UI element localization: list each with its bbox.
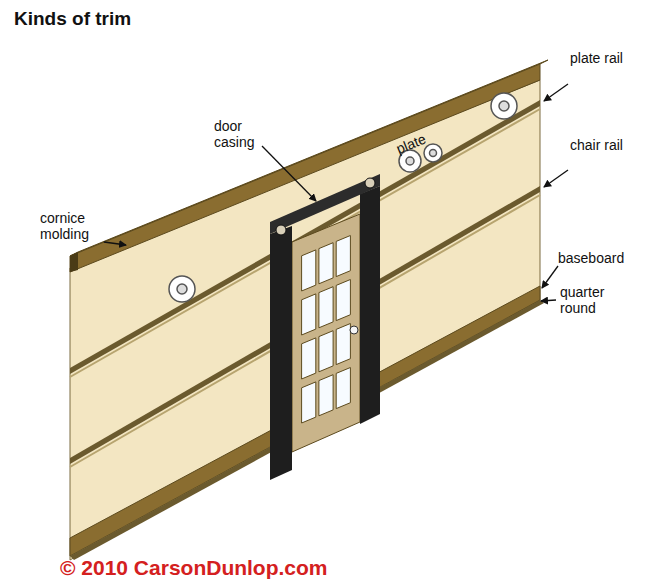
glass-pane: [319, 243, 333, 284]
part-label: door casing: [214, 118, 266, 150]
glass-pane: [319, 287, 333, 328]
glass-pane: [302, 294, 316, 335]
glass-pane: [336, 280, 350, 321]
glass-pane: [336, 368, 350, 409]
baseboard: [70, 286, 540, 556]
rosette: [365, 178, 375, 188]
door-casing-right: [360, 186, 380, 424]
glass-pane: [319, 331, 333, 372]
glass-pane: [336, 236, 350, 277]
rosette: [276, 225, 286, 235]
diagram-title: Kinds of trim: [14, 8, 131, 30]
part-label: cornice molding: [40, 210, 106, 242]
glass-pane: [336, 324, 350, 365]
cornice-end: [70, 252, 78, 272]
door-casing-head: [270, 174, 380, 234]
wall: [70, 80, 540, 560]
door-casing-left: [270, 226, 292, 480]
glass-pane: [302, 250, 316, 291]
glass-pane: [302, 382, 316, 423]
door-glass: [302, 236, 351, 424]
door-knob: [350, 326, 358, 334]
part-label: baseboard: [558, 250, 624, 266]
glass-pane: [319, 375, 333, 416]
glass-pane: [302, 338, 316, 379]
part-label: quarter round: [560, 284, 630, 316]
part-label: chair rail: [570, 137, 630, 153]
copyright-watermark: © 2010 CarsonDunlop.com: [60, 556, 328, 580]
part-label: plate rail: [570, 50, 630, 66]
plates: [169, 93, 517, 302]
door: [292, 214, 360, 452]
leader-lines: [104, 84, 568, 301]
